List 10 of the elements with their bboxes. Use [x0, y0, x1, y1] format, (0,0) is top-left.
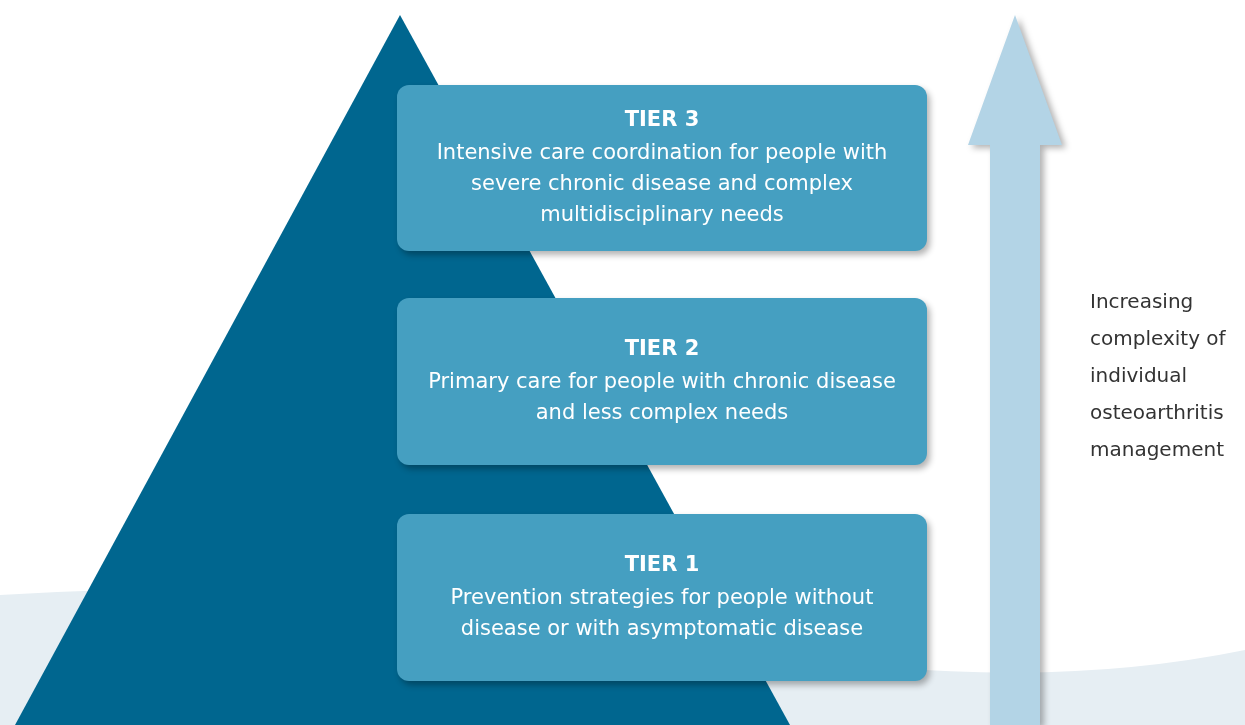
tier-heading: TIER 2 [623, 335, 701, 360]
tier-box [397, 85, 927, 251]
arrow-label: Increasing complexity of individual osteoarthritis management [1090, 288, 1227, 463]
tier-box [397, 298, 927, 465]
tier-description: Prevention strategies for people without disease or with asymptomatic disease [449, 583, 875, 642]
tier-heading: TIER 3 [623, 106, 701, 131]
tier-heading: TIER 1 [623, 551, 701, 576]
tier-description: Primary care for people with chronic disease and less complex needs [427, 367, 897, 426]
tier-description: Intensive care coordination for people with severe chronic disease and complex multidisciplinary needs [435, 138, 889, 228]
tier-box [397, 514, 927, 681]
